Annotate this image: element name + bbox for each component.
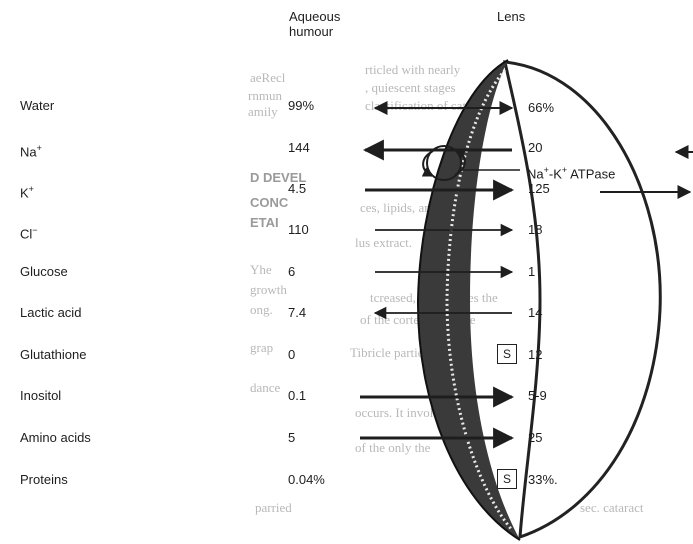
row-label-chloride: Cl− — [20, 222, 38, 242]
background-text: ETAI — [250, 215, 279, 230]
aqueous-value-chloride: 110 — [288, 222, 309, 237]
row-label-potassium-charge: + — [28, 184, 34, 194]
lens-value-sodium: 20 — [528, 140, 543, 155]
pump-ion-potassium: K — [553, 166, 562, 182]
background-text: amily — [248, 104, 278, 119]
aqueous-value-inositol: 0.1 — [288, 388, 307, 403]
row-label-chloride-symbol: Cl — [20, 226, 33, 242]
aqueous-value-water: 99% — [288, 98, 315, 113]
lens-value-glucose: 1 — [528, 264, 536, 279]
lens-value-proteins: 33%. — [528, 472, 558, 487]
row-label-proteins: Proteins — [20, 472, 68, 487]
lens-value-water: 66% — [528, 100, 555, 115]
background-text: CONC — [250, 195, 289, 210]
background-text: aeRecl — [250, 70, 286, 85]
pump-symbol — [426, 145, 462, 181]
pump-plus-2: + — [561, 165, 568, 175]
column-header-aqueous: Aqueous humour — [289, 9, 341, 39]
lens-capsule-inner — [445, 69, 514, 531]
pump-ion-sodium: Na — [527, 166, 544, 182]
row-label-water: Water — [20, 98, 55, 113]
aqueous-value-glucose: 6 — [288, 264, 296, 279]
background-text: dance — [250, 380, 281, 395]
background-text: ong. — [250, 302, 273, 317]
background-text: D DEVEL — [250, 170, 307, 185]
aqueous-value-lactic-acid: 7.4 — [288, 305, 307, 320]
pump-dash: - — [548, 166, 554, 182]
aqueous-value-proteins: 0.04% — [288, 472, 325, 487]
pump-plus-1: + — [543, 165, 549, 175]
pump-arrow-out — [421, 150, 434, 177]
row-label-chloride-charge: − — [32, 225, 38, 235]
background-text: rnmun — [248, 88, 282, 103]
row-label-lactic-acid: Lactic acid — [20, 305, 82, 320]
lens-value-amino-acids: 25 — [528, 430, 543, 445]
lens-value-lactic-acid: 14 — [528, 305, 543, 320]
background-text: grap — [250, 340, 274, 355]
background-text: , quiescent stages — [365, 80, 456, 95]
row-label-potassium-symbol: K — [20, 185, 29, 201]
lens-value-potassium: 125 — [528, 181, 550, 196]
background-text: of the only the — [355, 440, 431, 455]
aqueous-value-glutathione: 0 — [288, 347, 296, 362]
background-text: sec. cataract — [580, 500, 644, 515]
synthesis-marker-proteins: S — [497, 469, 517, 489]
background-text: ces, lipids, and — [360, 200, 438, 215]
lens-value-chloride: 18 — [528, 222, 543, 237]
background-text: parried — [255, 500, 292, 515]
row-label-sodium-symbol: Na — [20, 144, 37, 160]
row-label-glucose: Glucose — [20, 264, 68, 279]
row-label-glutathione: Glutathione — [20, 347, 87, 362]
row-label-amino-acids: Amino acids — [20, 430, 91, 445]
background-text: Yhe — [250, 262, 272, 277]
background-text: Tibricle parties — [350, 345, 429, 360]
aqueous-value-amino-acids: 5 — [288, 430, 296, 445]
column-header-lens: Lens — [497, 9, 526, 24]
row-label-inositol: Inositol — [20, 388, 62, 403]
background-text: growth — [250, 282, 287, 297]
aqueous-value-sodium: 144 — [288, 140, 310, 155]
lens-outline — [503, 60, 662, 540]
row-label-sodium-charge: + — [36, 143, 42, 153]
lens-value-glutathione: 12 — [528, 347, 543, 362]
aqueous-value-potassium: 4.5 — [288, 181, 307, 196]
synthesis-marker-glutathione: S — [497, 344, 517, 364]
pump-name: ATPase — [570, 166, 616, 182]
pump-arrow-in — [454, 149, 467, 176]
background-text: rticled with nearly — [365, 62, 461, 77]
pump-label: Na+-K+ ATPase — [527, 162, 615, 182]
lens-value-inositol: 5-9 — [528, 388, 547, 403]
row-label-sodium: Na+ — [20, 140, 42, 160]
row-label-potassium: K+ — [20, 181, 34, 201]
background-text: lus extract. — [355, 235, 413, 250]
lens-capsule — [417, 60, 520, 540]
